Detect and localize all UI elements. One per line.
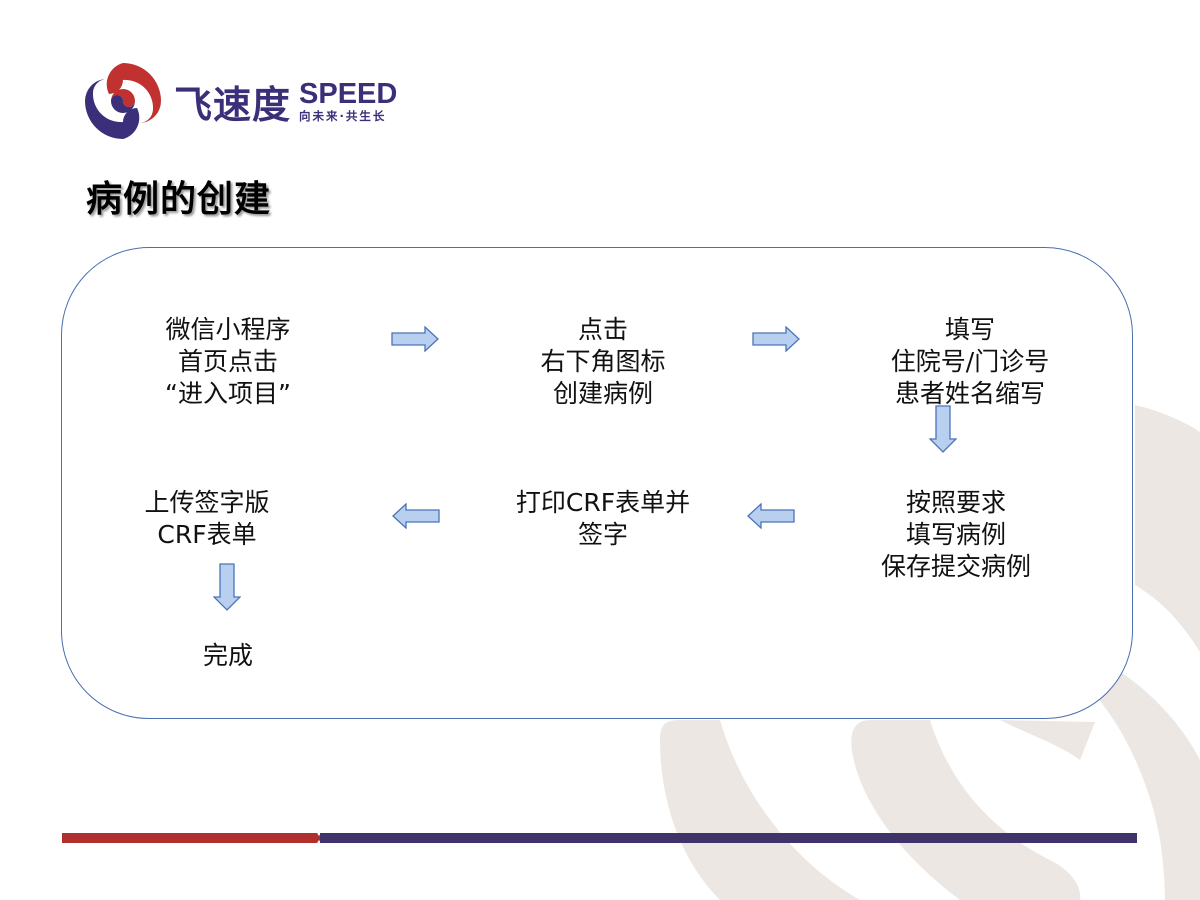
arrow-left-icon (392, 503, 440, 529)
brand-slogan: 向未来·共生长 (299, 108, 387, 123)
flow-step-complete: 完成 (202, 641, 254, 670)
flow-step-open-mini-program: 微信小程序 首页点击 “进入项目” (165, 315, 291, 408)
arrow-down-icon (929, 405, 957, 453)
arrow-down-icon (213, 563, 241, 611)
flow-diagram-container (61, 247, 1133, 719)
logo-swirl-icon (83, 61, 163, 141)
brand-name-en: SPEED (299, 77, 398, 110)
flow-step-upload-signed-crf: 上传签字版 CRF表单 (144, 488, 270, 549)
brand-name-cn: 飞速度 (174, 82, 292, 127)
footer-bar-red (62, 833, 317, 843)
footer-bar-purple (320, 833, 1137, 843)
flow-step-fill-and-submit-case: 按照要求 填写病例 保存提交病例 (880, 488, 1032, 581)
flow-step-print-and-sign-crf: 打印CRF表单并 签字 (515, 488, 691, 549)
arrow-right-icon (391, 326, 439, 352)
arrow-left-icon (747, 503, 795, 529)
brand-logo: 飞速度 SPEED 向未来·共生长 (82, 60, 462, 142)
page-title: 病例的创建 (86, 179, 272, 220)
flow-step-fill-patient-info: 填写 住院号/门诊号 患者姓名缩写 (890, 315, 1050, 408)
flow-step-create-case: 点击 右下角图标 创建病例 (540, 315, 666, 408)
arrow-right-icon (752, 326, 800, 352)
